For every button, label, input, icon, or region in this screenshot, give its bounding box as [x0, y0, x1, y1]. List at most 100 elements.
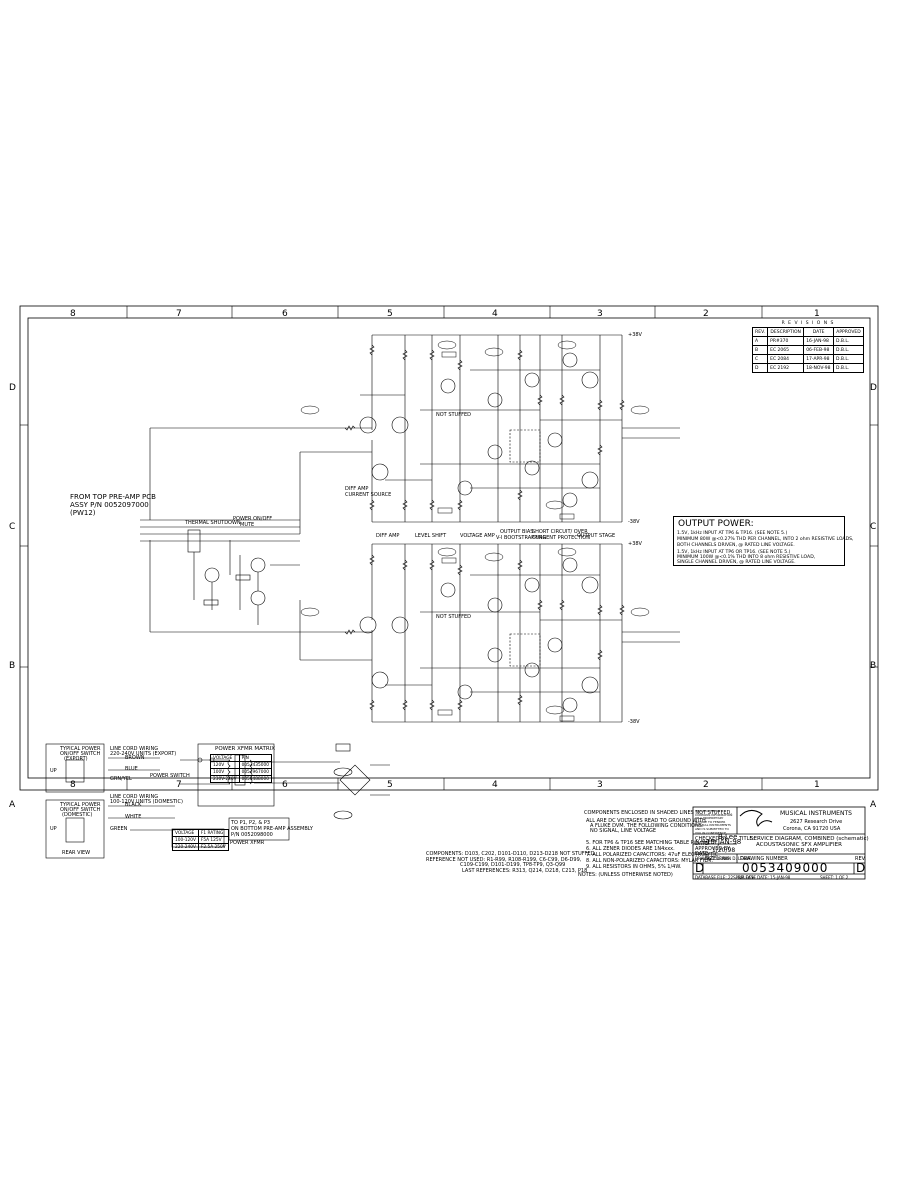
- rail-minus-upper: -38V: [628, 519, 640, 525]
- zone-col-7-top: 7: [176, 309, 182, 319]
- release-date: RELEASE DATE: 15-JAN-98: [738, 875, 791, 880]
- components-note4: LAST REFERENCES: R313, Q214, D218, C213,…: [462, 868, 588, 874]
- zone-col-5-bottom: 5: [387, 780, 393, 790]
- lower-channel-transistors: [359, 557, 599, 713]
- confidential-notice: THIS DOCUMENT CONTAINS INFORMATION OF A …: [695, 809, 733, 835]
- upper-channel-wiring: [149, 334, 680, 534]
- export-grn: GRN/YEL: [110, 776, 132, 782]
- domestic-switch-title1: TYPICAL POWER: [60, 802, 101, 808]
- drawing-number-label: DRAWING NUMBER: [740, 856, 788, 862]
- zone-row-a-left: A: [9, 800, 16, 810]
- rev-cell: EC 2084: [767, 354, 805, 364]
- xfmr-cell: 120V: [210, 761, 240, 769]
- output-power-box: OUTPUT POWER: 1.5V, 1kHz INPUT AT TP6 & …: [673, 516, 854, 566]
- zone-col-1-bottom: 1: [814, 780, 820, 790]
- company-address2: Corona, CA 91720 USA: [783, 826, 841, 832]
- rev-cell: 16-JAN-98: [803, 336, 834, 346]
- lower-channel-resistors: [344, 554, 625, 711]
- zone-col-6-top: 6: [282, 309, 288, 319]
- approved-date: 1/20/98: [712, 847, 736, 854]
- checked-date: 19-JAN-98: [706, 838, 742, 846]
- company-logo: [739, 810, 773, 827]
- rev-cell: A: [751, 336, 769, 346]
- rev-cell: C: [751, 354, 769, 364]
- xfmr-cell: 0053435000: [238, 761, 272, 769]
- revisions-title: R E V I S I O N S: [781, 320, 835, 326]
- zone-row-d-left: D: [9, 383, 16, 393]
- output-power-line: MINIMUM 100W @<0.1% THD INTO 8 ohm RESIS…: [677, 555, 816, 560]
- drawn-by: DRAWN D. LEWIS: [695, 856, 730, 861]
- rev-cell: D.B.L.: [833, 345, 864, 355]
- fuse-cell: 220-240V: [172, 843, 199, 851]
- upper-channel-resistors: [344, 344, 625, 511]
- output-power-line: SINGLE CHANNEL DRIVEN, @ RATED LINE VOLT…: [677, 560, 796, 565]
- label-power-on-off: POWER ON/OFF: [233, 516, 273, 522]
- xfmr-cell: 100V: [210, 768, 240, 776]
- label-thermal-shutdown: THERMAL SHUTDOWN: [185, 520, 241, 526]
- zone-ticks: [20, 306, 878, 790]
- xfmr-cell: 230V-240V: [210, 775, 240, 783]
- domestic-black: BLACK: [125, 802, 142, 808]
- export-up-label: UP: [50, 768, 57, 774]
- export-blue: BLUE: [125, 766, 138, 772]
- notes-item: 9. ALL RESISTORS IN OHMS, 5% 1/4W.: [586, 864, 682, 870]
- rev-cell: D.B.L.: [833, 336, 864, 346]
- lower-channel-wiring: [149, 540, 680, 723]
- label-output-stage: OUTPUT STAGE: [577, 533, 616, 539]
- label-current-source: CURRENT SOURCE: [345, 492, 392, 498]
- drawing-number: 0053409000: [742, 861, 829, 875]
- lower-channel-labels: [300, 547, 650, 722]
- domestic-up-label: UP: [50, 826, 57, 832]
- rail-plus-lower: +38V: [628, 541, 642, 547]
- drawing-title-line3: POWER AMP: [784, 848, 818, 854]
- fuse-header: F1 RATING: [197, 829, 229, 837]
- label-voltage-amp: VOLTAGE AMP: [460, 533, 495, 539]
- zone-row-d-right: D: [870, 383, 877, 393]
- notes-item: A FLUKE DVM. THE FOLLOWING CONDITIONS:: [590, 823, 704, 829]
- domestic-switch-title2: ON/OFF SWITCH: [60, 807, 101, 813]
- rev-cell: EC 2065: [767, 345, 805, 355]
- rev-value: D: [856, 861, 866, 875]
- fuse-cell: 100-120V: [172, 836, 199, 844]
- export-switch-title1: TYPICAL POWER: [60, 746, 101, 752]
- rev-cell: 18-NOV-98: [803, 363, 834, 373]
- export-brown: BROWN: [125, 755, 145, 761]
- zone-col-3-top: 3: [597, 309, 603, 319]
- preamp-note-line1: FROM TOP PRE-AMP PCB: [70, 493, 156, 501]
- label-short-circuit: SHORT CIRCUIT/ OVER: [532, 529, 588, 535]
- switch-drawings: [45, 743, 290, 859]
- notes-item: NO SIGNAL, LINE VOLTAGE: [590, 828, 657, 834]
- output-power-title: OUTPUT POWER:: [678, 519, 754, 529]
- checked-date-label: DATE:: [695, 841, 710, 847]
- preamp-note-line2: ASSY P/N 0052097000: [70, 501, 149, 509]
- export-wiring2: 220-240V UNITS (EXPORT): [110, 751, 177, 757]
- label-level-shift: LEVEL SHIFT: [415, 533, 447, 539]
- zone-col-6-bottom: 6: [282, 780, 288, 790]
- preamp-note-line3: (PW12): [70, 509, 96, 517]
- notes-item: 5. FOR TP6 & TP16 SEE MATCHING TABLE P/N…: [586, 840, 718, 846]
- xfmr-header: P/N: [238, 754, 272, 762]
- size-label: SIZE: [705, 856, 717, 862]
- output-power-line: 1.5V, 1kHz INPUT AT TP6 & TP16. (SEE NOT…: [677, 531, 788, 536]
- size-value: D: [695, 861, 705, 875]
- xfmr-matrix-title: POWER XFMR MATRIX: [215, 746, 276, 752]
- domestic-white: WHITE: [125, 814, 142, 820]
- label-output-bias: OUTPUT BIAS: [500, 529, 534, 535]
- rev-header-date: DATE: [803, 327, 834, 337]
- output-power-line: MINIMUM 80W @<0.27% THD PER CHANNEL, INT…: [677, 537, 854, 542]
- zone-row-c-left: C: [9, 522, 16, 532]
- zone-col-4-top: 4: [492, 309, 498, 319]
- rev-cell: EC 2192: [767, 363, 805, 373]
- domestic-switch-title3: (DOMESTIC): [62, 812, 93, 818]
- export-switch-title3: (EXPORT): [64, 756, 88, 762]
- drawing-title-line1: SERVICE DIAGRAM, COMBINED (schematic): [750, 836, 869, 842]
- sheet-outer-border: [19, 305, 879, 791]
- domestic-rear-view: REAR VIEW: [62, 850, 91, 856]
- label-mute: MUTE: [240, 522, 255, 528]
- domestic-wiring1: LINE CORD WIRING: [110, 794, 159, 800]
- export-wiring1: LINE CORD WIRING: [110, 746, 159, 752]
- title-block-lines: [692, 806, 866, 880]
